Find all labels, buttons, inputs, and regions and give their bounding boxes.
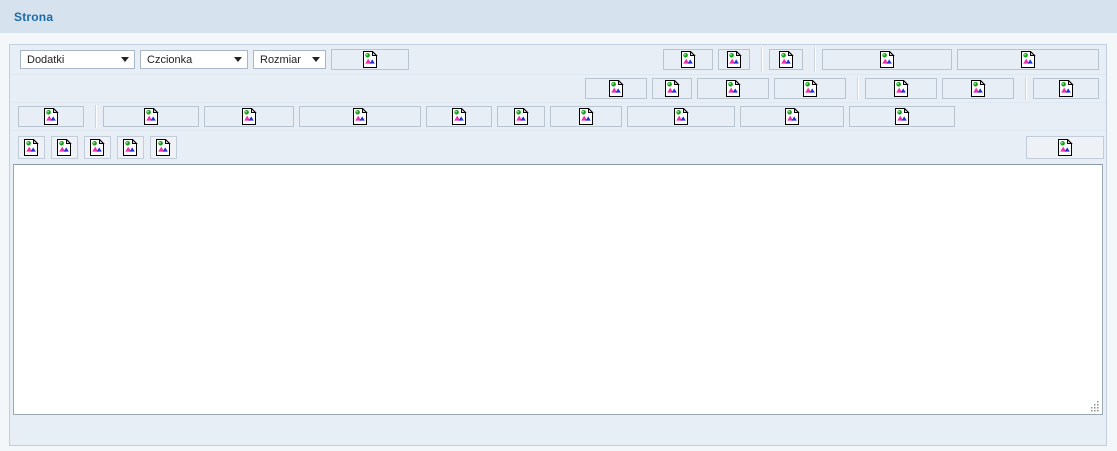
page-title: Strona xyxy=(14,9,54,24)
broken-image-icon xyxy=(362,51,378,68)
broken-image-icon xyxy=(778,51,794,68)
toolbar-button-24[interactable] xyxy=(18,136,45,159)
toolbar-button-3[interactable] xyxy=(718,49,750,70)
fontsize-select[interactable]: Rozmiar xyxy=(253,50,326,69)
toolbar-button-4[interactable] xyxy=(769,49,803,70)
toolbar-button-20[interactable] xyxy=(550,106,622,127)
toolbar-separator xyxy=(1025,77,1027,100)
broken-image-icon xyxy=(451,108,467,125)
toolbar-button-13[interactable] xyxy=(1033,78,1099,99)
broken-image-icon xyxy=(893,80,909,97)
toolbar-button-10[interactable] xyxy=(774,78,846,99)
toolbar-button-2[interactable] xyxy=(663,49,713,70)
toolbar-group xyxy=(18,131,183,164)
fontsize-select-value: Rozmiar xyxy=(260,53,301,66)
edit-area-wrapper xyxy=(12,164,1104,416)
fontfamily-select-value: Czcionka xyxy=(147,53,193,66)
resize-grip-icon[interactable] xyxy=(1088,400,1101,413)
toolbar-button-14[interactable] xyxy=(18,106,84,127)
toolbar-button-9[interactable] xyxy=(697,78,769,99)
toolbar-button-27[interactable] xyxy=(117,136,144,159)
toolbar-button-12[interactable] xyxy=(942,78,1014,99)
fontfamily-select[interactable]: Czcionka xyxy=(140,50,248,69)
broken-image-icon xyxy=(726,51,742,68)
toolbar-separator xyxy=(814,47,816,72)
broken-image-icon xyxy=(90,139,105,156)
toolbar-button-8[interactable] xyxy=(652,78,692,99)
toolbar-group xyxy=(769,45,808,74)
page-header: Strona xyxy=(0,0,1117,33)
toolbar-button-15[interactable] xyxy=(103,106,199,127)
broken-image-icon xyxy=(680,51,696,68)
toolbar-group xyxy=(627,103,960,130)
toolbar-group xyxy=(331,45,414,74)
toolbar-button-5[interactable] xyxy=(822,49,952,70)
page-body: Dodatki Czcionka Rozmiar xyxy=(0,33,1117,451)
toolbar-button-19[interactable] xyxy=(497,106,545,127)
broken-image-icon xyxy=(879,51,895,68)
toolbar-button-28[interactable] xyxy=(150,136,177,159)
toolbar-button-6[interactable] xyxy=(957,49,1099,70)
plugins-select-value: Dodatki xyxy=(27,53,65,66)
toolbar-separator xyxy=(761,47,763,72)
broken-image-icon xyxy=(725,80,741,97)
toolbar-row-3 xyxy=(10,103,1106,131)
plugins-select[interactable]: Dodatki xyxy=(20,50,135,69)
toolbar-button-17[interactable] xyxy=(299,106,421,127)
broken-image-icon xyxy=(664,80,680,97)
broken-image-icon xyxy=(241,108,257,125)
toolbar-button-16[interactable] xyxy=(204,106,294,127)
toolbar-group xyxy=(865,75,1019,102)
broken-image-icon xyxy=(1058,80,1074,97)
broken-image-icon xyxy=(352,108,368,125)
toolbar-button-26[interactable] xyxy=(84,136,111,159)
toolbar-group xyxy=(585,75,697,102)
toolbar-group xyxy=(822,45,957,74)
toolbar-row-1: Dodatki Czcionka Rozmiar xyxy=(10,45,1106,75)
broken-image-icon xyxy=(578,108,594,125)
toolbar-group xyxy=(18,103,89,130)
broken-image-icon xyxy=(123,139,138,156)
toolbar-separator xyxy=(857,77,859,100)
broken-image-icon xyxy=(894,108,910,125)
toolbar-button-18[interactable] xyxy=(426,106,492,127)
toolbar-row-2 xyxy=(10,75,1106,103)
broken-image-icon xyxy=(673,108,689,125)
toolbar-button-7[interactable] xyxy=(585,78,647,99)
toolbar-group xyxy=(1026,131,1104,164)
toolbar-group xyxy=(957,45,1104,74)
toolbar-group xyxy=(1033,75,1104,102)
broken-image-icon xyxy=(143,108,159,125)
broken-image-icon xyxy=(43,108,59,125)
broken-image-icon xyxy=(1057,139,1073,156)
broken-image-icon xyxy=(608,80,624,97)
rich-text-editor: Dodatki Czcionka Rozmiar xyxy=(9,44,1107,446)
chevron-down-icon xyxy=(118,57,132,62)
broken-image-icon xyxy=(513,108,529,125)
chevron-down-icon xyxy=(231,57,245,62)
broken-image-icon xyxy=(24,139,39,156)
toolbar-button-23[interactable] xyxy=(849,106,955,127)
toolbar-button-25[interactable] xyxy=(51,136,78,159)
broken-image-icon xyxy=(802,80,818,97)
toolbar-separator xyxy=(95,105,97,128)
toolbar-button-1[interactable] xyxy=(331,49,409,70)
toolbar-button-11[interactable] xyxy=(865,78,937,99)
toolbar-group xyxy=(697,75,851,102)
toolbar-button-22[interactable] xyxy=(740,106,844,127)
rich-text-edit-area[interactable] xyxy=(13,164,1103,415)
toolbar-group xyxy=(103,103,627,130)
toolbar-group xyxy=(663,45,755,74)
chevron-down-icon xyxy=(309,57,323,62)
broken-image-icon xyxy=(1020,51,1036,68)
broken-image-icon xyxy=(57,139,72,156)
toolbar-row-4 xyxy=(10,131,1106,164)
broken-image-icon xyxy=(784,108,800,125)
broken-image-icon xyxy=(970,80,986,97)
toolbar-button-29[interactable] xyxy=(1026,136,1104,159)
broken-image-icon xyxy=(156,139,171,156)
toolbar-button-21[interactable] xyxy=(627,106,735,127)
